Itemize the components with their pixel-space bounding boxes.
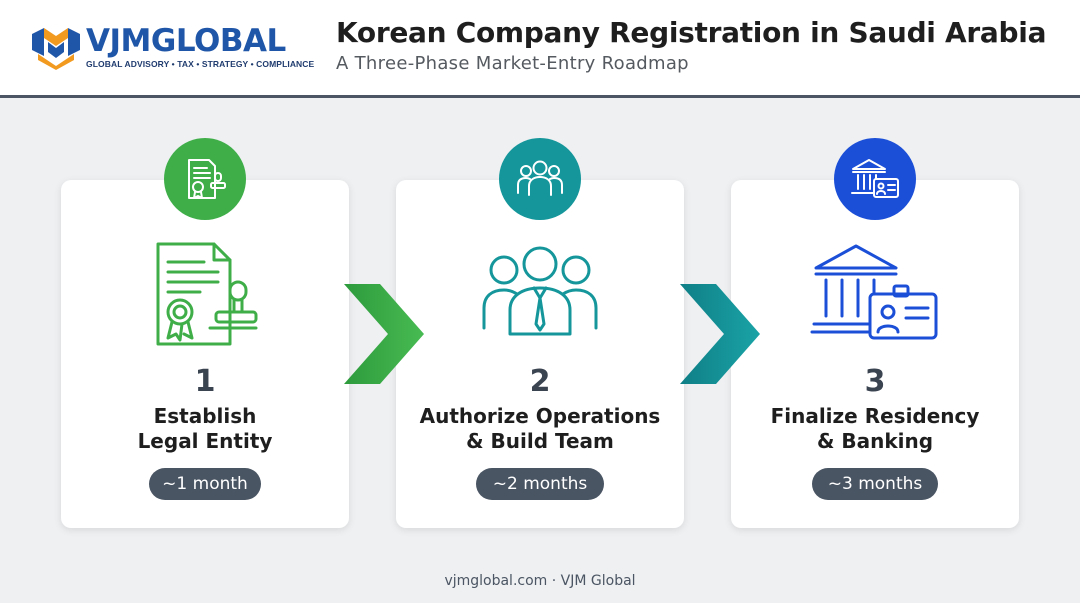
- step-1-main-icon-wrap: [61, 240, 349, 350]
- step-1-title-line1: Establish: [153, 404, 257, 428]
- brand-part1: VJM: [86, 23, 151, 59]
- step-card-1: 1 Establish Legal Entity ~1 month: [61, 180, 349, 528]
- chevron-right-icon: [680, 284, 760, 384]
- header: VJMGLOBAL GLOBAL ADVISORY • TAX • STRATE…: [0, 0, 1080, 98]
- bank-id-card-icon: [810, 244, 938, 340]
- step-2-main-icon-wrap: [396, 240, 684, 350]
- step-1-badge: [164, 138, 246, 220]
- step-3-title: Finalize Residency & Banking: [731, 404, 1019, 454]
- step-3-title-line1: Finalize Residency: [770, 404, 980, 428]
- step-2-number: 2: [529, 364, 551, 399]
- step-card-3: 3 Finalize Residency & Banking ~3 months: [731, 180, 1019, 528]
- page-title: Korean Company Registration in Saudi Ara…: [336, 16, 1047, 49]
- step-3-main-icon-wrap: [731, 240, 1019, 350]
- step-3-title-line2: & Banking: [816, 429, 934, 453]
- brand-part2: GLOBAL: [150, 23, 286, 59]
- step-2-title-line2: & Build Team: [466, 429, 614, 453]
- brand-wordmark: VJMGLOBAL: [86, 24, 286, 58]
- brand-tagline: GLOBAL ADVISORY • TAX • STRATEGY • COMPL…: [86, 59, 315, 69]
- step-2-badge: [499, 138, 581, 220]
- step-2-duration-badge: ~2 months: [476, 468, 604, 500]
- step-3-badge: [834, 138, 916, 220]
- step-1-number: 1: [194, 364, 216, 399]
- bank-id-card-badge-icon: [851, 159, 899, 198]
- step-3-number: 3: [864, 364, 886, 399]
- step-1-title-line2: Legal Entity: [137, 429, 273, 453]
- vjm-logo-mark-icon: [32, 28, 80, 70]
- brand-logo[interactable]: VJMGLOBAL GLOBAL ADVISORY • TAX • STRATE…: [30, 24, 314, 74]
- step-3-duration-badge: ~3 months: [812, 468, 938, 500]
- footer-text: vjmglobal.com · VJM Global: [444, 573, 636, 589]
- step-card-2: 2 Authorize Operations & Build Team ~2 m…: [396, 180, 684, 528]
- page-subtitle: A Three-Phase Market-Entry Roadmap: [336, 53, 689, 74]
- step-1-duration-badge: ~1 month: [149, 468, 261, 500]
- team-people-icon: [482, 246, 598, 336]
- step-2-title-line1: Authorize Operations: [419, 404, 661, 428]
- chevron-right-icon: [344, 284, 424, 384]
- document-seal-stamp-icon: [156, 242, 258, 346]
- step-1-title: Establish Legal Entity: [61, 404, 349, 454]
- certificate-stamp-icon: [188, 159, 226, 199]
- team-icon: [517, 160, 563, 196]
- step-2-title: Authorize Operations & Build Team: [396, 404, 684, 454]
